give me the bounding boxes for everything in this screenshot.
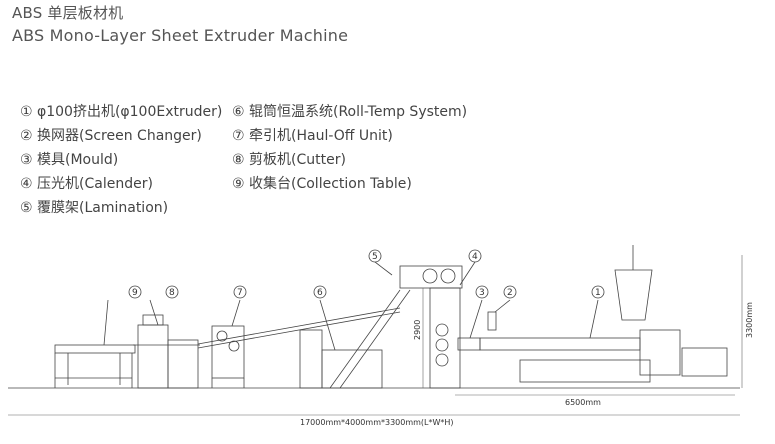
dim-extruder-length: 6500mm bbox=[565, 398, 601, 407]
callout-group: 1 2 3 4 5 6 7 8 9 bbox=[128, 249, 605, 299]
title-chinese: ABS 单层板材机 bbox=[12, 4, 124, 22]
cutter bbox=[133, 299, 200, 389]
callout-9: 9 bbox=[132, 288, 138, 298]
legend-right: ⑥ 辊筒恒温系统(Roll-Temp System) ⑦ 牵引机(Haul-Of… bbox=[232, 100, 467, 196]
title-english: ABS Mono-Layer Sheet Extruder Machine bbox=[12, 26, 349, 45]
legend-item-cutter: ⑧ 剪板机(Cutter) bbox=[232, 152, 346, 168]
dim-total-height: 3300mm bbox=[745, 302, 754, 338]
callout-1: 1 bbox=[595, 288, 601, 298]
legend-item-mould: ③ 模具(Mould) bbox=[20, 152, 119, 168]
mould bbox=[457, 299, 483, 351]
legend-item-haul-off: ⑦ 牵引机(Haul-Off Unit) bbox=[232, 128, 393, 144]
legend-item-screen-changer: ② 换网器(Screen Changer) bbox=[20, 128, 202, 144]
callout-5: 5 bbox=[372, 252, 378, 262]
haul-off-unit bbox=[211, 299, 245, 388]
legend-item-roll-temp: ⑥ 辊筒恒温系统(Roll-Temp System) bbox=[232, 104, 468, 120]
dimensions bbox=[8, 255, 743, 416]
roll-temp-system bbox=[299, 299, 383, 389]
conveyor-upper bbox=[197, 307, 401, 345]
dim-lamination-height: 2900 bbox=[413, 320, 422, 340]
legend-item-lamination: ⑤ 覆膜架(Lamination) bbox=[20, 200, 169, 216]
legend-left: ① φ100挤出机(φ100Extruder) ② 换网器(Screen Cha… bbox=[20, 100, 222, 220]
conveyor-lower bbox=[197, 311, 401, 349]
legend-item-collection-table: ⑨ 收集台(Collection Table) bbox=[232, 176, 412, 192]
callout-7: 7 bbox=[237, 288, 243, 298]
extruder bbox=[479, 245, 728, 383]
lamination-frame bbox=[329, 261, 463, 389]
callout-3: 3 bbox=[479, 288, 485, 298]
legend-item-calender: ④ 压光机(Calender) bbox=[20, 176, 153, 192]
callout-8: 8 bbox=[169, 288, 175, 298]
callout-4: 4 bbox=[472, 252, 478, 262]
dim-overall: 17000mm*4000mm*3300mm(L*W*H) bbox=[300, 418, 454, 427]
collection-table bbox=[54, 299, 136, 388]
screen-changer bbox=[487, 299, 511, 331]
legend-item-extruder: ① φ100挤出机(φ100Extruder) bbox=[20, 104, 223, 120]
callout-6: 6 bbox=[317, 288, 323, 298]
callout-2: 2 bbox=[507, 288, 513, 298]
